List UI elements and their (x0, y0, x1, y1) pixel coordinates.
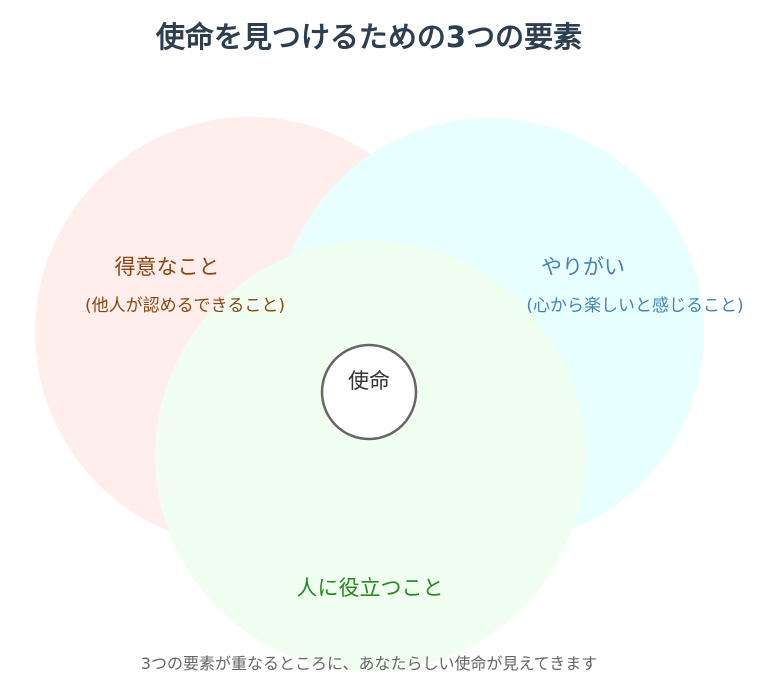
mission-label: 使命 (348, 369, 390, 393)
strengths-label: 得意なこと (114, 255, 220, 279)
passion-label: やりがい (541, 255, 625, 279)
circle-helping-others (155, 241, 585, 671)
circle-mission (320, 343, 418, 441)
footer-text: 3つの要素が重なるところに、あなたらしい使命が見えてきます (140, 654, 598, 673)
strengths-sub: (他人が認めるできること) (85, 296, 285, 316)
page-title: 使命を見つけるための3つの要素 (155, 20, 583, 54)
passion-sub: (心から楽しいと感じること) (526, 296, 744, 316)
helping-label: 人に役立つこと (296, 576, 444, 600)
